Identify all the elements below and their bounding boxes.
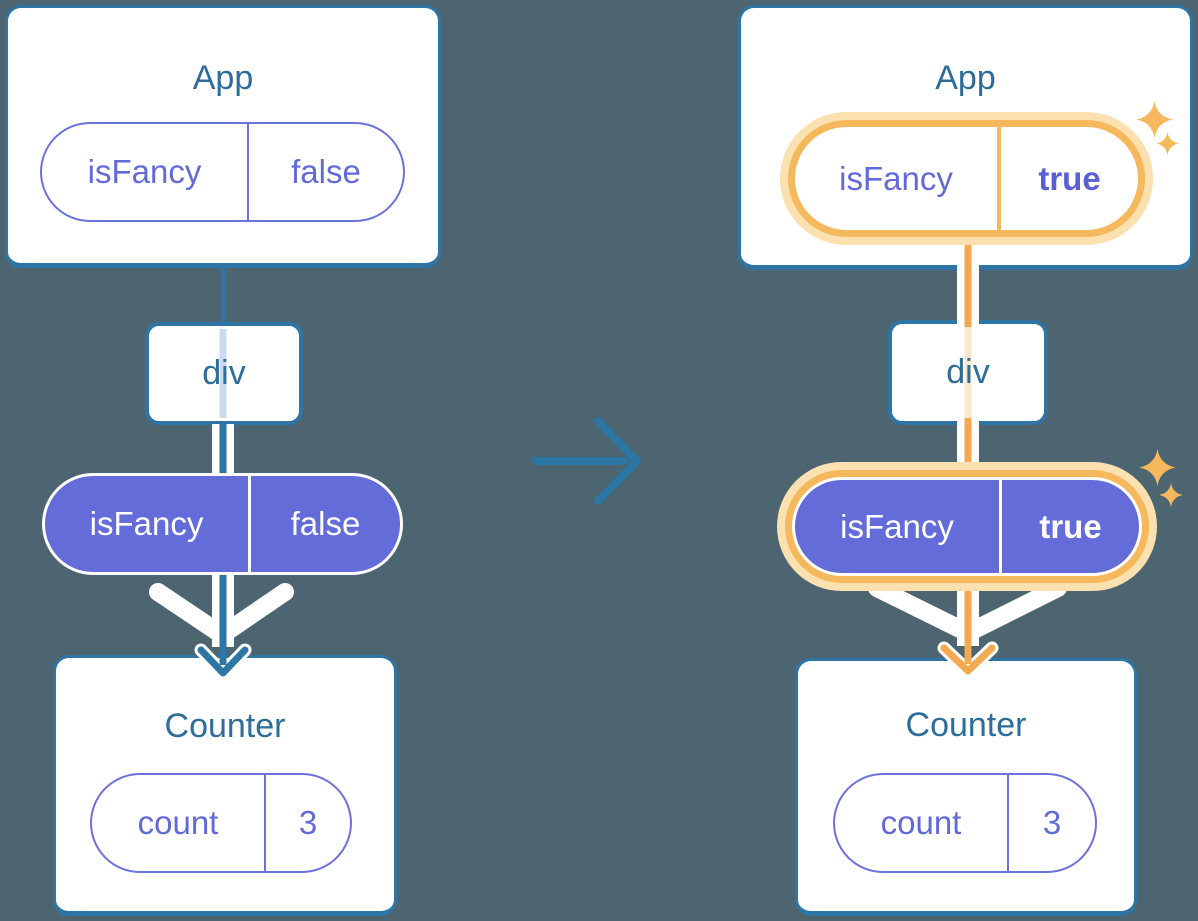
right-white-chevron	[868, 579, 1067, 642]
right-app-state-pill-highlighted: isFancy true	[788, 120, 1145, 237]
state-name: isFancy	[839, 159, 953, 197]
state-name: isFancy	[87, 153, 202, 190]
state-value: true	[997, 127, 1138, 230]
state-name: count	[137, 804, 219, 841]
prop-value: false	[248, 476, 400, 572]
right-counter-title: Counter	[905, 706, 1027, 744]
prop-name: isFancy	[840, 507, 954, 545]
prop-name: isFancy	[89, 505, 204, 542]
right-counter-state-pill: count 3	[833, 773, 1097, 873]
sparkle-icon	[1159, 483, 1183, 507]
right-passed-prop-pill-highlighted: isFancy true	[792, 477, 1142, 576]
right-div-label: div	[946, 353, 990, 391]
state-value: false	[247, 124, 403, 220]
transition-arrow-head	[594, 417, 641, 505]
left-counter-state-pill: count 3	[90, 773, 352, 873]
sparkle-icon	[1139, 449, 1176, 486]
state-value: 3	[264, 775, 350, 871]
left-white-chevron	[149, 583, 294, 644]
prop-value: true	[999, 480, 1139, 573]
state-name: count	[880, 804, 962, 841]
left-app-title: App	[192, 59, 254, 97]
state-value: 3	[1007, 775, 1095, 871]
left-counter-title: Counter	[164, 707, 286, 745]
left-passed-prop-pill: isFancy false	[42, 473, 403, 575]
right-app-title: App	[935, 59, 996, 97]
left-app-state-pill: isFancy false	[40, 122, 405, 222]
left-div-label: div	[202, 354, 246, 392]
